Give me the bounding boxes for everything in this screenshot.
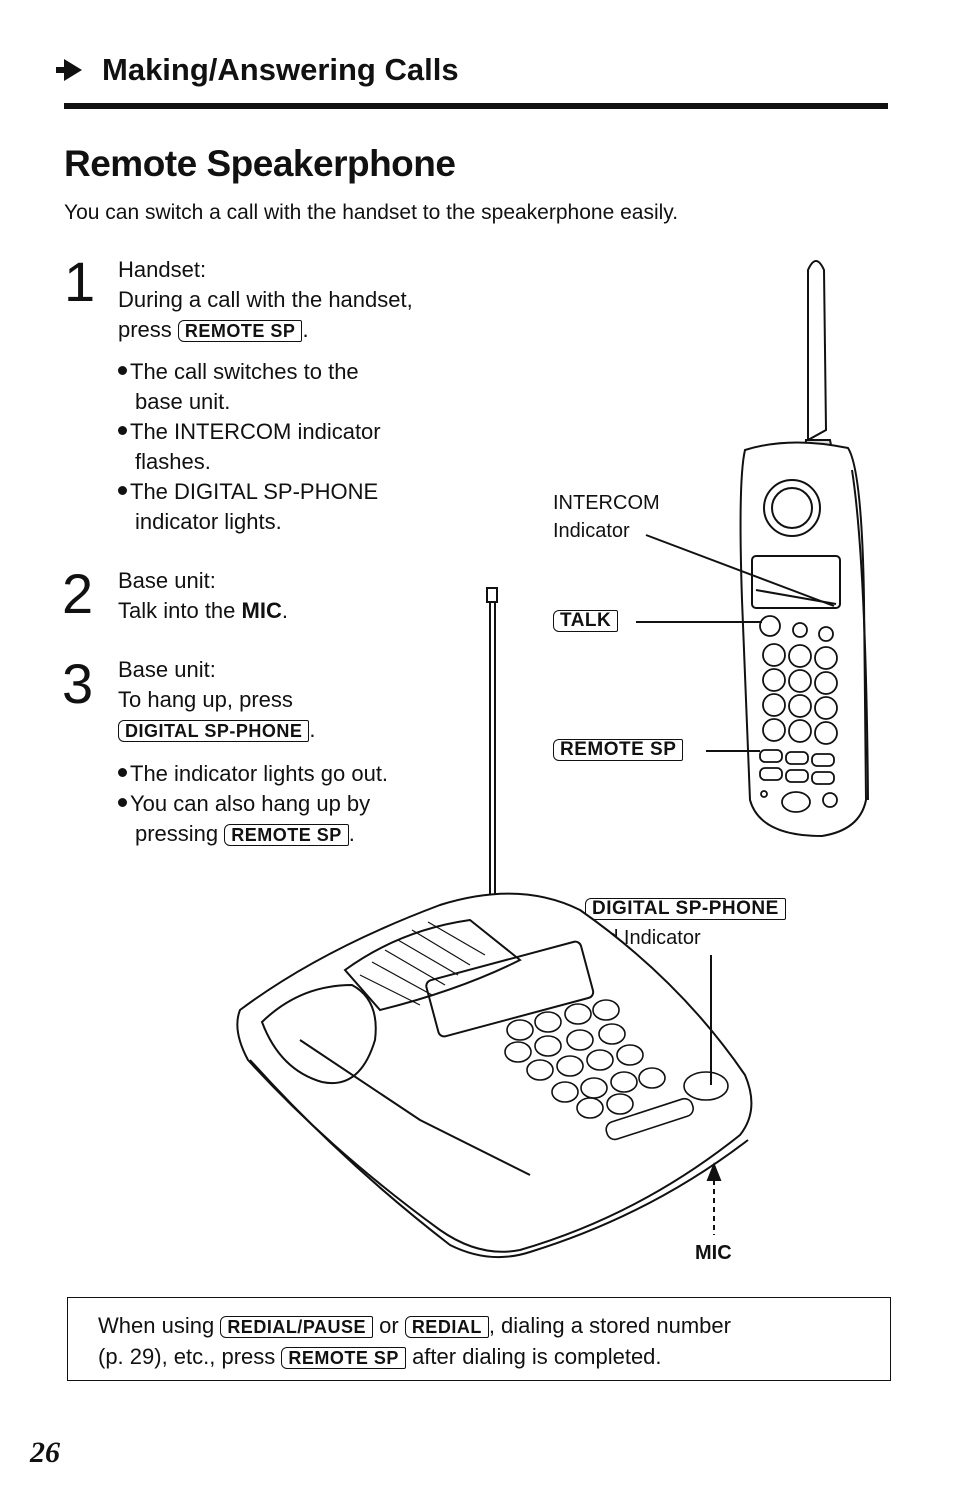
step-2-number: 2: [62, 562, 94, 625]
step-1-press: press: [118, 317, 172, 342]
arrow-icon: [56, 59, 82, 81]
digital-callout: DIGITAL SP-PHONE: [585, 898, 786, 920]
step-1-period: .: [302, 317, 309, 342]
note-text: When using REDIAL/PAUSE or REDIAL, diali…: [98, 1310, 878, 1372]
bullet-line: indicator lights.: [135, 509, 282, 534]
bullet-item: The DIGITAL SP-PHONE: [118, 477, 381, 507]
digital-sp-phone-key: DIGITAL SP-PHONE: [585, 898, 786, 920]
page-title: Remote Speakerphone: [64, 143, 456, 184]
step-1-text: Handset: During a call with the handset,…: [118, 255, 413, 345]
step-2-heading: Base unit:: [118, 568, 216, 593]
step-1-heading: Handset:: [118, 257, 207, 282]
remote-sp-key: REMOTE SP: [553, 739, 684, 761]
bullet-line: flashes.: [135, 449, 211, 474]
step-3-bullets: The indicator lights go out. You can als…: [118, 759, 388, 849]
talk-key: TALK: [553, 610, 619, 632]
note-line-2: (p. 29), etc., press REMOTE SP after dia…: [98, 1341, 878, 1372]
bullet-item: The indicator lights go out.: [118, 759, 388, 789]
mic-bold: MIC: [241, 598, 282, 623]
bullet-icon: [118, 425, 127, 435]
bullet-icon: [118, 365, 127, 375]
digital-sp-phone-key: DIGITAL SP-PHONE: [118, 720, 310, 742]
talk-callout: TALK: [553, 610, 619, 632]
bullet-line: The call switches to the: [130, 359, 359, 384]
page-number: 26: [30, 1436, 60, 1469]
digital-sub: and Indicator: [585, 927, 701, 949]
bullet-icon: [118, 767, 127, 777]
intercom-label: INTERCOM: [553, 492, 660, 514]
step-3-line2: DIGITAL SP-PHONE.: [118, 715, 315, 745]
note-box: [67, 1297, 891, 1381]
mic-label: MIC: [695, 1242, 732, 1264]
section-header: Making/Answering Calls: [56, 52, 459, 88]
step-3-end: .: [348, 821, 355, 846]
step-1-number: 1: [64, 250, 96, 313]
step-3-heading: Base unit:: [118, 657, 216, 682]
step-2-text: Base unit: Talk into the MIC.: [118, 566, 288, 626]
note-part: (p. 29), etc., press: [98, 1344, 276, 1369]
step-3-text: Base unit: To hang up, press DIGITAL SP-…: [118, 655, 315, 745]
step-3-line1: To hang up, press: [118, 687, 293, 712]
step-3-number: 3: [62, 652, 94, 715]
step-2-line1: Talk into the MIC.: [118, 596, 288, 626]
bullet-line: The INTERCOM indicator: [130, 419, 381, 444]
remote-callout: REMOTE SP: [553, 739, 684, 761]
step-1-line2: press REMOTE SP.: [118, 315, 413, 345]
redial-key: REDIAL: [404, 1316, 489, 1338]
note-part: When using: [98, 1313, 215, 1338]
redial-pause-key: REDIAL/PAUSE: [220, 1316, 373, 1338]
intro-text: You can switch a call with the handset t…: [64, 201, 679, 224]
pressing-text: pressing: [135, 821, 219, 846]
intercom-sub: Indicator: [553, 520, 630, 542]
step-2-pre: Talk into the: [118, 598, 236, 623]
bullet-item: The INTERCOM indicator: [118, 417, 381, 447]
bullet-icon: [118, 797, 127, 807]
step-1-line1: During a call with the handset,: [118, 287, 413, 312]
bullet-item: The call switches to the: [118, 357, 381, 387]
bullet-line: base unit.: [135, 389, 231, 414]
step-2-period: .: [281, 598, 288, 623]
bullet-line: You can also hang up by: [130, 791, 371, 816]
note-part: after dialing is completed.: [412, 1344, 662, 1369]
bullet-line: The indicator lights go out.: [130, 761, 389, 786]
step-1-bullets: The call switches to the base unit. The …: [118, 357, 381, 537]
note-part: or: [379, 1313, 399, 1338]
header-rule: [64, 103, 888, 109]
note-part: , dialing a stored number: [488, 1313, 731, 1338]
step-3-period: .: [309, 717, 316, 742]
remote-sp-key: REMOTE SP: [281, 1347, 406, 1369]
note-line-1: When using REDIAL/PAUSE or REDIAL, diali…: [98, 1310, 878, 1341]
remote-sp-key: REMOTE SP: [177, 320, 303, 342]
bullet-line: The DIGITAL SP-PHONE: [130, 479, 379, 504]
bullet-item: You can also hang up by: [118, 789, 388, 819]
bullet-line: pressing REMOTE SP.: [118, 819, 388, 849]
bullet-icon: [118, 485, 127, 495]
section-title: Making/Answering Calls: [102, 52, 459, 87]
remote-sp-key: REMOTE SP: [224, 824, 349, 846]
